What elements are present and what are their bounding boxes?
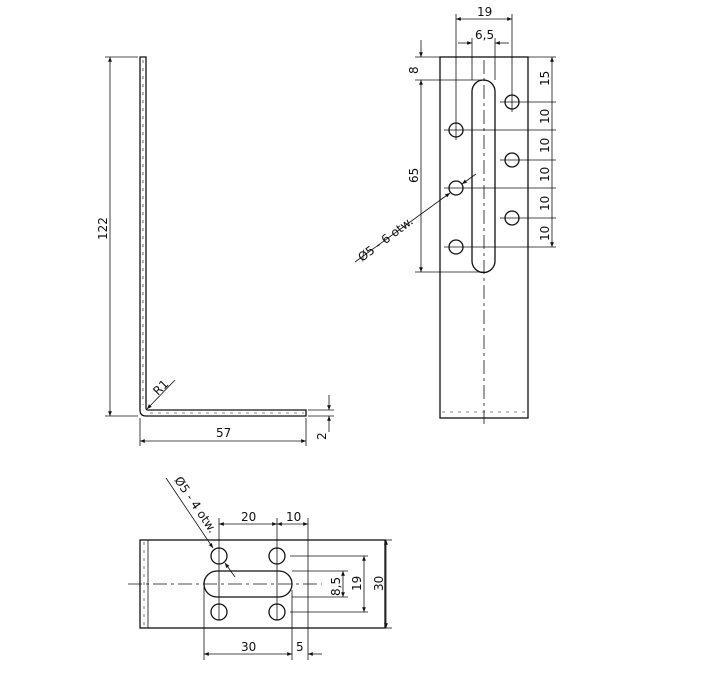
hole-note-leader (461, 173, 477, 185)
dim-length: 57 (216, 426, 231, 440)
dim-spacing-3: 10 (538, 138, 552, 153)
dim-radius: R1 (150, 377, 171, 398)
dim-hole-width: 19 (477, 5, 492, 19)
dim-spacing-4: 10 (538, 167, 552, 182)
front-view: 19 6,5 8 65 15 10 10 10 10 10 Ø5 - 6 otw… (354, 5, 556, 425)
dim-thickness: 2 (315, 432, 329, 440)
hole-note-leader (354, 192, 451, 263)
dim-slot-edge: 5 (296, 640, 304, 654)
dim-height: 122 (96, 217, 110, 240)
dim-spacing-2: 10 (538, 109, 552, 124)
radius-leader (146, 379, 176, 410)
bottom-view: 20 10 8,5 19 30 30 5 Ø5 - 4 otw. (128, 474, 392, 660)
dim-spacing-6: 10 (538, 226, 552, 241)
hole-note-front: Ø5 - 6 otw. (355, 214, 415, 264)
hole-note-leader (165, 477, 214, 549)
dim-top-offset: 8 (407, 66, 421, 74)
dim-hole-spacing: 19 (350, 576, 364, 591)
dim-spacing-1: 15 (538, 71, 552, 86)
dim-slot-length: 65 (407, 168, 421, 183)
dim-hole-pitch: 20 (241, 510, 256, 524)
hole-note-bottom: Ø5 - 4 otw. (172, 474, 220, 536)
dim-slot-length-bottom: 30 (241, 640, 256, 654)
dim-slot-width: 6,5 (475, 28, 494, 42)
dim-slot-width-bottom: 8,5 (329, 577, 343, 596)
dim-plate-width: 30 (372, 576, 386, 591)
l-profile (139, 56, 307, 417)
hole-note-leader (224, 562, 236, 578)
slot (471, 79, 496, 274)
dim-edge-offset: 10 (286, 510, 301, 524)
slot-bottom (203, 570, 293, 598)
dim-spacing-5: 10 (538, 196, 552, 211)
side-view: 122 57 2 R1 (96, 56, 334, 446)
